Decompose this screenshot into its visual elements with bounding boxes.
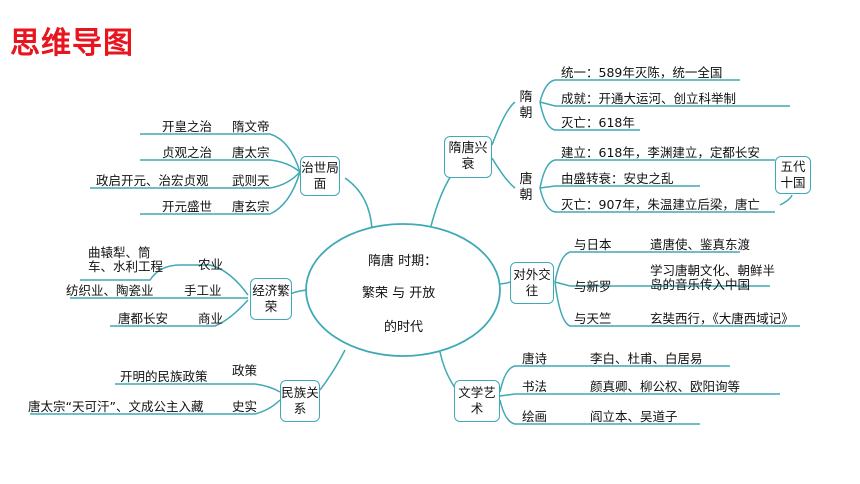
wenxue-type-2: 书法 <box>522 379 548 394</box>
sui-item-2: 成就：开通大运河、创立科举制 <box>561 91 737 106</box>
tang-item-2: 由盛转衰：安史之乱 <box>561 171 674 186</box>
center-line-2: 繁荣 与 开放 <box>362 286 436 301</box>
tang-item-1: 建立：618年，李渊建立，定都长安 <box>561 145 760 160</box>
jingji-detail-2: 纺织业、陶瓷业 <box>66 283 154 298</box>
branch-jingji: 经济繁荣 <box>250 278 292 320</box>
duiwai-target-1: 与日本 <box>574 237 612 252</box>
branch-duiwai: 对外交往 <box>510 262 554 304</box>
duiwai-target-2: 与新罗 <box>574 279 612 294</box>
duiwai-detail-1: 遣唐使、鉴真东渡 <box>650 237 751 252</box>
jingji-sector-1: 农业 <box>198 257 224 272</box>
zhishi-ruler-2: 唐太宗 <box>232 145 270 160</box>
jingji-sector-2: 手工业 <box>184 283 222 298</box>
wenxue-type-3: 绘画 <box>522 409 548 424</box>
wenxue-names-1: 李白、杜甫、白居易 <box>590 351 703 366</box>
branch-minzu: 民族关系 <box>280 380 320 422</box>
center-line-1: 隋唐 时期： <box>368 254 438 269</box>
center-topic: 隋唐 时期： 繁荣 与 开放 的时代 <box>310 222 496 358</box>
zhishi-ruler-3: 武则天 <box>232 173 270 188</box>
zhishi-name-3: 政启开元、治宏贞观 <box>96 173 209 188</box>
jingji-sector-3: 商业 <box>198 311 224 326</box>
center-line-3: 的时代 <box>384 320 424 335</box>
jingji-detail-1: 曲辕犁、筒车、水利工程 <box>88 245 164 274</box>
zhishi-name-4: 开元盛世 <box>162 199 213 214</box>
wenxue-type-1: 唐诗 <box>522 351 548 366</box>
zhishi-ruler-4: 唐玄宗 <box>232 199 270 214</box>
minzu-type-2: 史实 <box>232 399 258 414</box>
jingji-detail-3: 唐都长安 <box>118 311 169 326</box>
zhishi-name-1: 开皇之治 <box>162 119 213 134</box>
zhishi-name-2: 贞观之治 <box>162 145 213 160</box>
sui-item-1: 统一：589年灭陈，统一全国 <box>561 65 723 80</box>
branch-wenxue: 文学艺术 <box>454 380 500 422</box>
wenxue-names-2: 颜真卿、柳公权、欧阳询等 <box>590 379 741 394</box>
page-title: 思维导图 <box>10 26 134 61</box>
wudai-box: 五代十国 <box>775 156 811 194</box>
zhishi-ruler-1: 隋文帝 <box>232 119 270 134</box>
branch-suitang: 隋唐兴衰 <box>444 136 492 178</box>
branch-zhishi: 治世局面 <box>300 156 340 196</box>
tang-item-3: 灭亡：907年，朱温建立后梁，唐亡 <box>561 197 760 212</box>
sui-label: 隋朝 <box>519 90 533 121</box>
minzu-detail-1: 开明的民族政策 <box>120 369 208 384</box>
wenxue-names-3: 阎立本、吴道子 <box>590 409 678 424</box>
minzu-type-1: 政策 <box>232 363 258 378</box>
duiwai-target-3: 与天竺 <box>574 311 612 326</box>
minzu-detail-2: 唐太宗“天可汗”、文成公主入藏 <box>28 399 204 414</box>
duiwai-detail-3: 玄奘西行，《大唐西域记》 <box>650 311 794 326</box>
tang-label: 唐朝 <box>519 172 533 203</box>
duiwai-detail-2: 学习唐朝文化、朝鲜半岛的音乐传入中国 <box>650 263 776 292</box>
sui-item-3: 灭亡：618年 <box>561 115 635 130</box>
